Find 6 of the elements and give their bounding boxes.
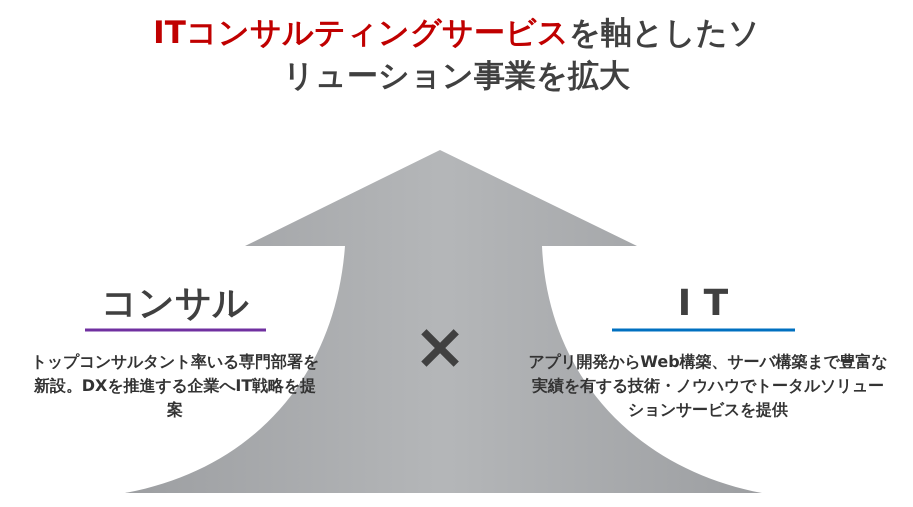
description-text: アプリ開発からWeb構築、サーバ構築まで豊富な実績を有する技術・ノウハウでトータルソリューションサービスを提供 xyxy=(528,351,888,421)
cross-sign: × xyxy=(412,312,468,382)
heading: I T xyxy=(676,282,730,326)
description-text: トップコンサルタント率いる専門部署を新設。DXを推進する企業へIT戦略を提案 xyxy=(30,351,320,421)
heading: コンサル xyxy=(100,282,250,326)
title: ITコンサルティングサービスを軸としたソリューション事業を拡大 xyxy=(152,14,761,96)
